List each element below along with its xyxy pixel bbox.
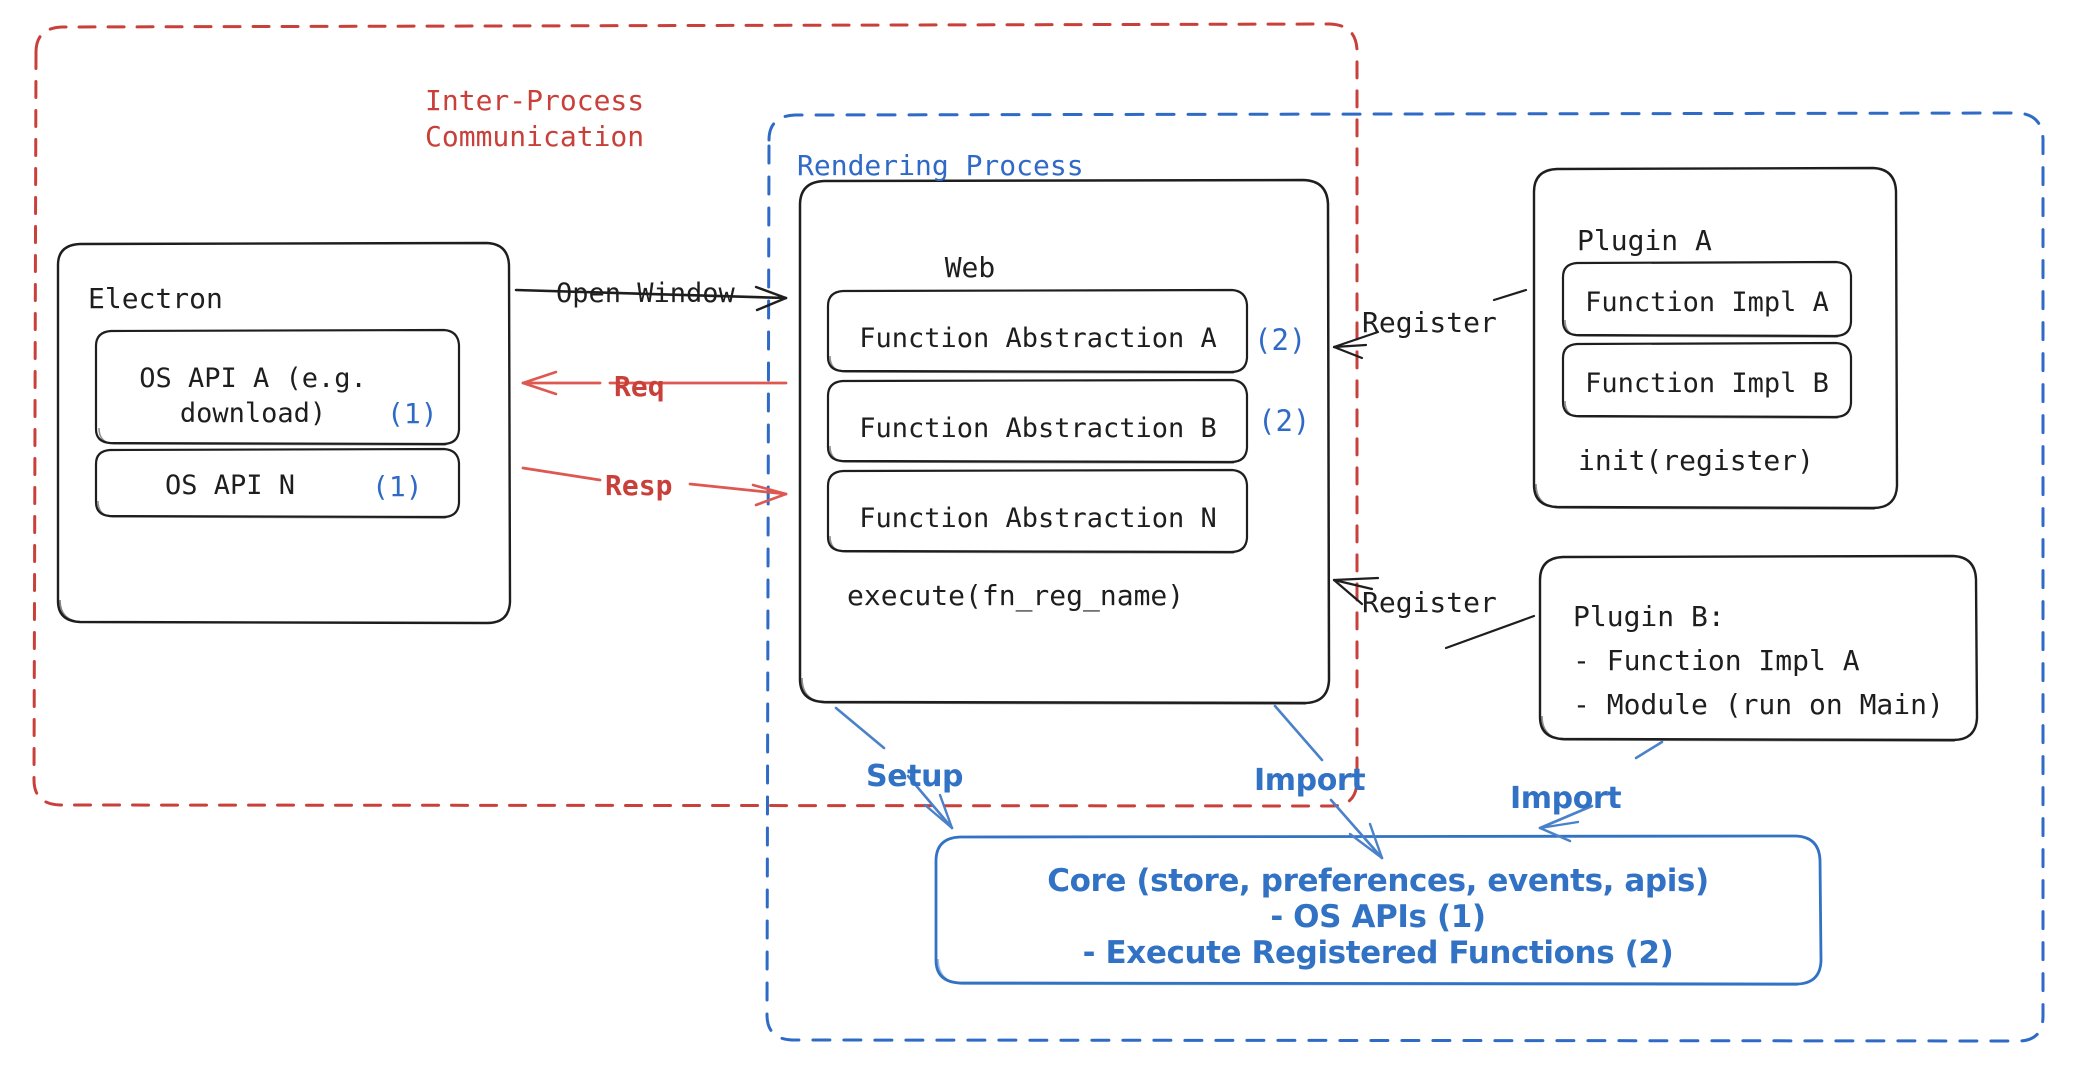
function-abstraction-b-label: Function Abstraction B <box>859 413 1217 444</box>
arrow-open-window <box>514 285 788 312</box>
web-execute-method: execute(fn_reg_name) <box>847 579 1185 612</box>
arrow-resp <box>521 466 788 507</box>
function-abstraction-b-box-outline <box>826 378 1249 464</box>
arrow-setup <box>834 706 954 830</box>
core-line-2: - OS APIs (1) <box>1270 899 1486 935</box>
web-title: Web <box>944 251 996 284</box>
arrow-import-plugin-b <box>1538 740 1664 843</box>
os-api-a-label: OS API A (e.g. download) <box>139 363 367 429</box>
electron-title: Electron <box>88 282 223 315</box>
edge-label-import-web: Import <box>1254 763 1366 798</box>
function-impl-a-box-outline <box>1561 260 1853 338</box>
os-api-n-box-outline <box>94 447 461 519</box>
os-api-a-box-outline <box>94 328 461 446</box>
function-abstraction-b-note: (2) <box>1258 404 1311 438</box>
ipc-container-outline <box>32 22 1359 808</box>
function-abstraction-n-label: Function Abstraction N <box>859 503 1217 534</box>
core-line-3: - Execute Registered Functions (2) <box>1082 935 1674 971</box>
arrow-register-plugin-a <box>1332 288 1528 360</box>
function-impl-b-box-outline <box>1561 341 1853 419</box>
edge-label-setup: Setup <box>866 759 964 794</box>
edge-label-req: Req <box>614 370 665 403</box>
plugin-b-line-3: - Module (run on Main) <box>1573 688 1944 721</box>
plugin-a-title: Plugin A <box>1577 224 1712 257</box>
plugin-b-box-outline <box>1538 554 1979 742</box>
function-abstraction-a-note: (2) <box>1254 323 1307 357</box>
function-abstraction-n-box-outline <box>826 468 1249 554</box>
plugin-b-line-1: Plugin B: <box>1573 600 1725 633</box>
os-api-n-label: OS API N <box>164 470 296 501</box>
plugin-a-function-impl-b-label: Function Impl B <box>1585 368 1829 399</box>
os-api-n-note: (1) <box>372 470 423 503</box>
arrow-register-plugin-b <box>1332 576 1536 650</box>
function-abstraction-a-label: Function Abstraction A <box>859 323 1217 354</box>
arrow-import-web <box>1273 704 1384 860</box>
core-line-1: Core (store, preferences, events, apis) <box>1047 863 1709 899</box>
plugin-b-line-2: - Function Impl A <box>1573 644 1860 677</box>
edge-label-register-plugin-a: Register <box>1362 306 1497 339</box>
ipc-container-label: Inter-Process Communication <box>425 84 645 153</box>
edge-label-import-plugin-b: Import <box>1510 781 1622 816</box>
edge-label-register-plugin-b: Register <box>1362 586 1497 619</box>
rendering-process-container-outline <box>765 111 2045 1043</box>
os-api-a-note: (1) <box>387 397 438 430</box>
plugin-a-init-method: init(register) <box>1578 444 1815 477</box>
arrow-req <box>521 370 788 396</box>
rendering-process-label: Rendering Process <box>797 149 1084 182</box>
function-abstraction-a-box-outline <box>826 288 1249 374</box>
plugin-a-box-outline <box>1532 166 1899 510</box>
edge-label-open-window: Open Window <box>556 278 735 309</box>
core-box-outline <box>934 834 1823 986</box>
edge-label-resp: Resp <box>605 469 673 502</box>
plugin-a-function-impl-a-label: Function Impl A <box>1585 287 1829 318</box>
